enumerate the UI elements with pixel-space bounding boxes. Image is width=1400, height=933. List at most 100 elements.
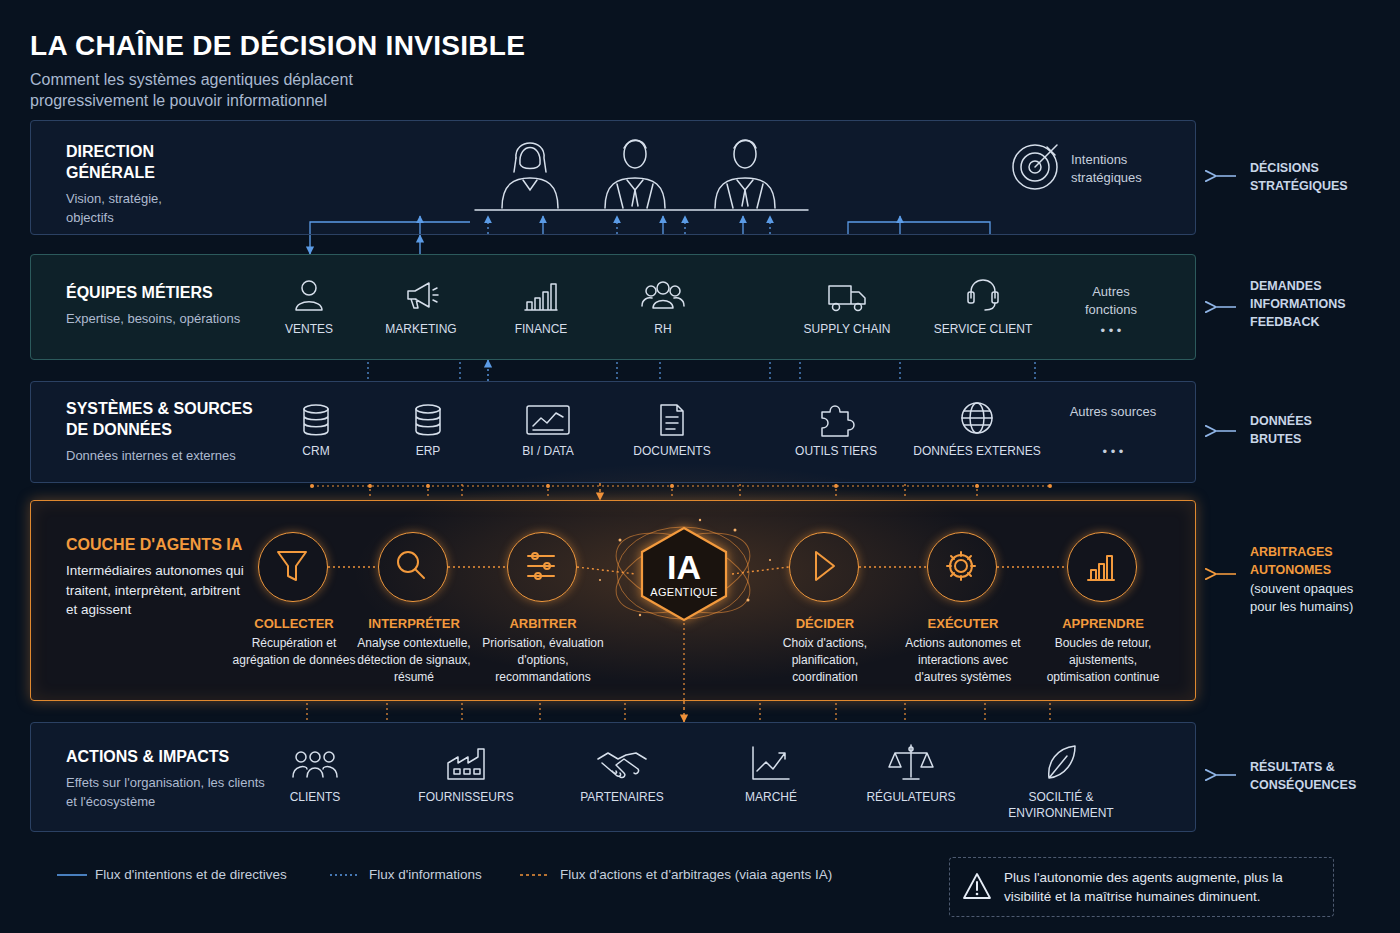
layer-band: SYSTÈMES & SOURCES DE DONNÉES Données int…: [30, 381, 1196, 483]
annotation-label: • • •: [1083, 443, 1143, 461]
diagram-subtitle: Comment les systèmes agentiques déplacen…: [30, 69, 375, 111]
agent-step-circle: APPRENDREBoucles de retour, ajustements,…: [1067, 532, 1137, 602]
core-label: IA: [667, 549, 701, 585]
step-description: Priorisation, évaluation d'options, reco…: [480, 635, 606, 686]
band-description: Effets sur l'organisation, les clients e…: [66, 773, 266, 811]
annotation-label: Intentions stratégiques: [1071, 151, 1171, 187]
legend-line-sample: [57, 870, 87, 880]
flow-connector: [487, 360, 488, 381]
flow-connector: [599, 483, 600, 500]
legend-line-sample: [520, 870, 550, 880]
band-text: DIRECTION GÉNÉRALE Vision, stratégie, obj…: [66, 141, 186, 227]
item-label: SUPPLY CHAIN: [787, 321, 907, 337]
band-description: Vision, stratégie, objectifs: [66, 189, 186, 227]
hexagon-shape: [642, 528, 726, 620]
step-text: COLLECTER Récupération et agrégation de d…: [231, 615, 357, 669]
step-heading: EXÉCUTER: [900, 615, 1026, 632]
step-heading: APPRENDRE: [1040, 615, 1166, 632]
step-text: EXÉCUTER Actions autonomes et interaction…: [900, 615, 1026, 686]
step-heading: DÉCIDER: [762, 615, 888, 632]
item-label: RH: [603, 321, 723, 337]
item-label: FOURNISSEURS: [401, 789, 531, 805]
flow-connector: [683, 701, 684, 722]
item-label: RÉGULATEURS: [846, 789, 976, 805]
step-description: Actions autonomes et interactions avec d…: [900, 635, 1026, 686]
band-heading: COUCHE D'AGENTS IA: [66, 534, 248, 555]
band-text: ACTIONS & IMPACTS Effets sur l'organisati…: [66, 746, 266, 811]
step-description: Choix d'actions, planification, coordina…: [762, 635, 888, 686]
flow-connector: [577, 567, 636, 574]
item-label: DOCUMENTS: [617, 443, 727, 459]
item-label: VENTES: [249, 321, 369, 337]
item-label: FINANCE: [481, 321, 601, 337]
band-heading: ACTIONS & IMPACTS: [66, 746, 266, 767]
note-text: Plus l'autonomie des agents augmente, pl…: [1004, 868, 1321, 906]
item-label: SERVICE CLIENT: [923, 321, 1043, 337]
flow-connector: [419, 235, 420, 254]
step-text: APPRENDRE Boucles de retour, ajustements,…: [1040, 615, 1166, 686]
step-heading: INTERPRÉTER: [351, 615, 477, 632]
flow-connector: [859, 566, 927, 567]
item-label: OUTILS TIERS: [776, 443, 896, 459]
step-text: ARBITRER Priorisation, évaluation d'optio…: [480, 615, 606, 686]
band-text: ÉQUIPES MÉTIERS Expertise, besoins, opéra…: [66, 282, 266, 328]
legend-text: Flux d'intentions et de directives: [95, 866, 287, 884]
flow-side-label: (souvent opaques pour les humains): [1250, 580, 1378, 616]
annotation-label: Autres sources: [1068, 403, 1158, 421]
flow-connector: [997, 566, 1067, 567]
annotation-label: • • •: [1081, 322, 1141, 340]
warning-note: Plus l'autonomie des agents augmente, pl…: [949, 857, 1334, 917]
item-label: CLIENTS: [255, 789, 375, 805]
step-description: Récupération et agrégation de données: [231, 635, 357, 669]
band-description: Intermédiaires autonomes qui traitent, i…: [66, 561, 248, 620]
annotation-label: Autres fonctions: [1066, 283, 1156, 319]
band-text: SYSTÈMES & SOURCES DE DONNÉES Données int…: [66, 398, 266, 465]
agent-step-circle: COLLECTERRécupération et agrégation de d…: [258, 532, 328, 602]
agent-step-circle: DÉCIDERChoix d'actions, planification, c…: [789, 532, 859, 602]
item-label: MARCHÉ: [711, 789, 831, 805]
flow-connector: [732, 567, 789, 574]
band-description: Expertise, besoins, opérations: [66, 309, 266, 328]
agent-step-circle: ARBITRERPriorisation, évaluation d'optio…: [507, 532, 577, 602]
layer-band: ÉQUIPES MÉTIERS Expertise, besoins, opéra…: [30, 254, 1196, 360]
legend-line-sample: [330, 870, 360, 880]
agent-layer-band: COUCHE D'AGENTS IA Intermédiaires autonom…: [30, 500, 1196, 701]
flow-side-label: RÉSULTATS & CONSÉQUENCES: [1250, 758, 1374, 794]
flow-connector: [309, 235, 310, 254]
item-label: PARTENAIRES: [557, 789, 687, 805]
legend-text: Flux d'informations: [369, 866, 482, 884]
step-text: INTERPRÉTER Analyse contextuelle, détecti…: [351, 615, 477, 686]
step-text: DÉCIDER Choix d'actions, planification, c…: [762, 615, 888, 686]
item-label: MARKETING: [361, 321, 481, 337]
band-text: COUCHE D'AGENTS IA Intermédiaires autonom…: [66, 534, 248, 620]
flow-side-label: DEMANDES INFORMATIONS FEEDBACK: [1250, 277, 1354, 331]
item-label: CRM: [261, 443, 371, 459]
band-heading: SYSTÈMES & SOURCES DE DONNÉES: [66, 398, 266, 440]
item-label: BI / DATA: [493, 443, 603, 459]
agent-step-circle: EXÉCUTERActions autonomes et interaction…: [927, 532, 997, 602]
agent-step-circle: INTERPRÉTERAnalyse contextuelle, détecti…: [378, 532, 448, 602]
item-label: ERP: [373, 443, 483, 459]
warning-icon: [962, 872, 992, 900]
band-heading: DIRECTION GÉNÉRALE: [66, 141, 186, 183]
flow-connector: [448, 566, 507, 567]
band-heading: ÉQUIPES MÉTIERS: [66, 282, 266, 303]
step-heading: ARBITRER: [480, 615, 606, 632]
step-description: Boucles de retour, ajustements, optimisa…: [1040, 635, 1166, 686]
step-description: Analyse contextuelle, détection de signa…: [351, 635, 477, 686]
agent-core-hexagon: IAAGENTIQUE: [636, 526, 732, 622]
core-sublabel: AGENTIQUE: [650, 585, 718, 599]
flow-side-label: DÉCISIONS STRATÉGIQUES: [1250, 159, 1362, 195]
flow-connector: [328, 566, 378, 567]
item-label: DONNÉES EXTERNES: [911, 443, 1043, 459]
step-heading: COLLECTER: [231, 615, 357, 632]
flow-side-label: DONNÉES BRUTES: [1250, 412, 1350, 448]
layer-band: DIRECTION GÉNÉRALE Vision, stratégie, obj…: [30, 120, 1196, 235]
legend-text: Flux d'actions et d'arbitrages (viaia ag…: [560, 866, 832, 884]
band-description: Données internes et externes: [66, 446, 266, 465]
flow-side-label: ARBITRAGES AUTONOMES: [1250, 543, 1374, 579]
